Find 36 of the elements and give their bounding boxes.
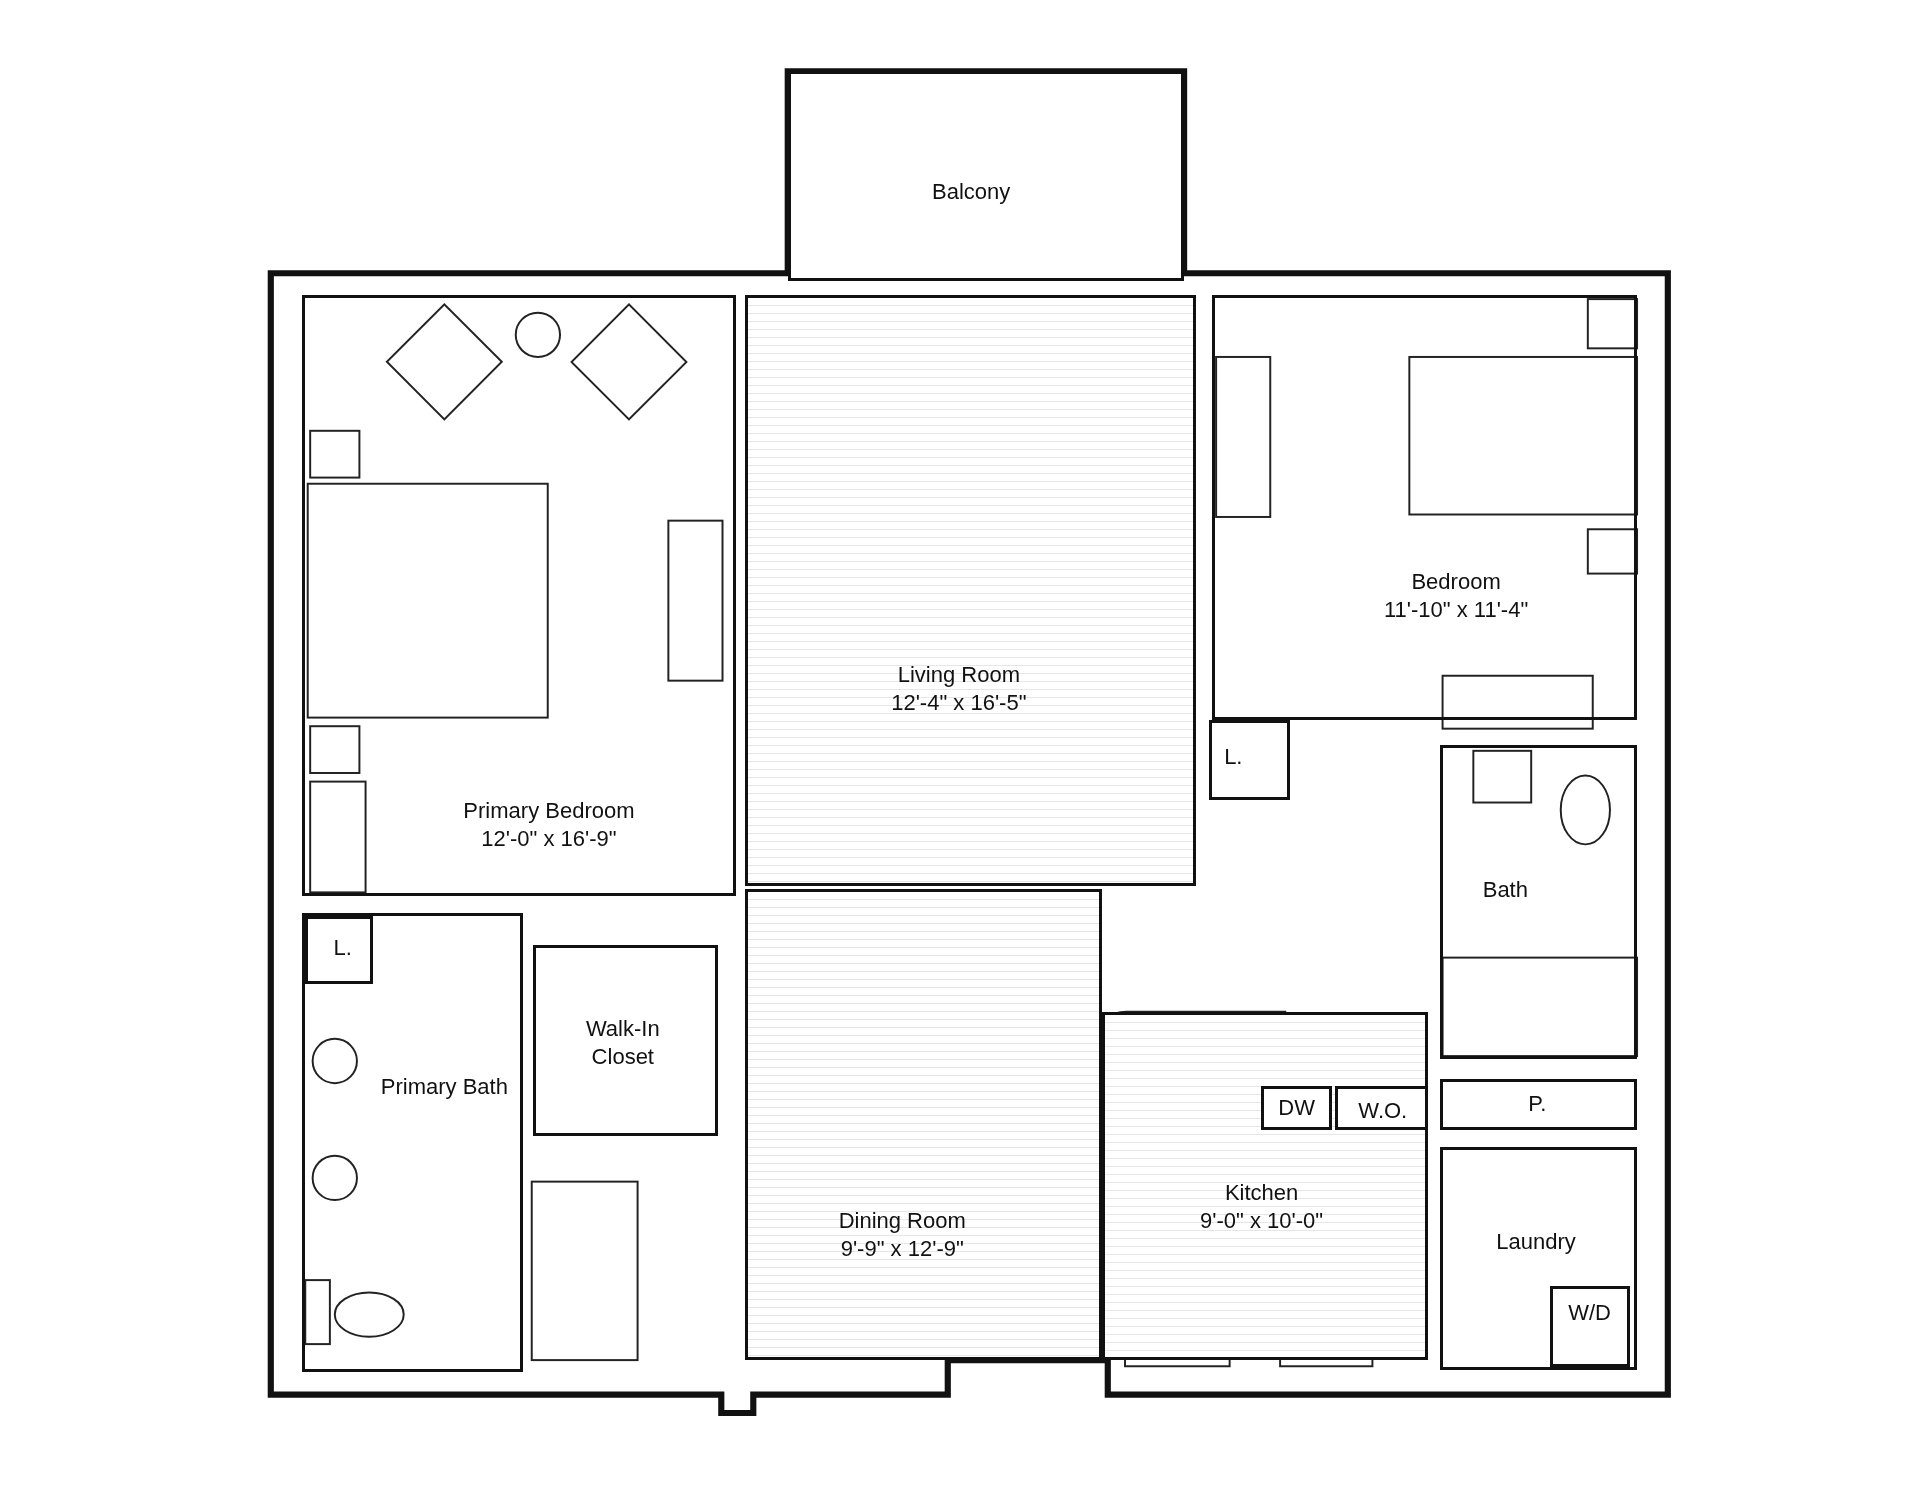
room-label: L. xyxy=(333,934,352,963)
room-area xyxy=(532,945,718,1137)
room-area xyxy=(301,295,737,897)
room-area xyxy=(301,913,524,1373)
room-label: DW xyxy=(1278,1094,1315,1123)
closet-area xyxy=(1208,720,1290,801)
room-label: Balcony xyxy=(932,178,1011,206)
balcony-area xyxy=(787,71,1185,281)
room-label: P. xyxy=(1528,1090,1547,1119)
appliance-box xyxy=(1550,1285,1631,1367)
room-label: Bedroom xyxy=(1411,567,1501,596)
room-area xyxy=(744,888,1102,1361)
room-label: Dining Room xyxy=(838,1206,966,1235)
room-dimensions: 12'-0" x 16'-9" xyxy=(481,824,617,853)
room-dimensions: 9'-0" x 10'-0" xyxy=(1200,1207,1324,1236)
room-label: Kitchen xyxy=(1224,1179,1299,1208)
room-label: Walk-In Closet xyxy=(584,1014,661,1071)
room-dimensions: 9'-9" x 12'-9" xyxy=(840,1234,964,1263)
closet-area xyxy=(304,916,374,984)
room-area xyxy=(1212,295,1638,721)
room-area xyxy=(1440,1147,1638,1370)
room-label: Bath xyxy=(1482,875,1528,904)
room-label: W/D xyxy=(1568,1298,1611,1327)
room-label: Living Room xyxy=(897,661,1020,690)
room-dimensions: 12'-4" x 16'-5" xyxy=(891,689,1027,718)
room-label: Primary Bedroom xyxy=(463,796,635,825)
room-area xyxy=(1101,1011,1428,1361)
room-label: Laundry xyxy=(1496,1227,1576,1256)
room-label: Primary Bath xyxy=(380,1072,508,1101)
room-area xyxy=(1440,744,1638,1059)
appliance-box xyxy=(1260,1086,1333,1131)
room-label: W.O. xyxy=(1358,1096,1408,1125)
room-area xyxy=(744,295,1197,887)
room-dimensions: 11'-10" x 11'-4" xyxy=(1383,595,1529,624)
room-label: L. xyxy=(1224,742,1243,771)
closet-area xyxy=(1440,1079,1638,1130)
